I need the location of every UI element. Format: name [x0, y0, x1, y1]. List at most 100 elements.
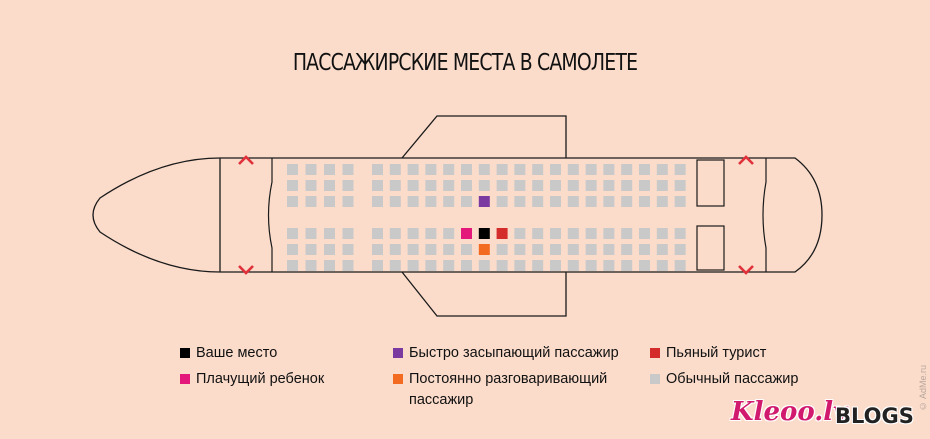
- seat: [639, 180, 650, 191]
- seat: [496, 244, 508, 255]
- seat: [407, 260, 419, 271]
- seat: [324, 228, 335, 239]
- legend-swatch: [180, 374, 190, 384]
- seat: [639, 260, 650, 271]
- seat: [324, 180, 335, 191]
- seat: [603, 228, 615, 239]
- seat: [603, 244, 615, 255]
- seat: [656, 196, 668, 207]
- seat: [443, 228, 455, 239]
- legend-label: Плачущий ребенок: [196, 371, 325, 387]
- seat-quick-sleeper: [478, 196, 490, 207]
- seat: [550, 244, 561, 255]
- seat-talker: [478, 244, 490, 255]
- seat: [550, 228, 561, 239]
- seat: [496, 196, 508, 207]
- seat: [567, 196, 579, 207]
- seat-crying-child: [461, 228, 472, 239]
- exit-arrow-icon: [738, 155, 754, 165]
- seat: [287, 260, 298, 271]
- seat: [532, 228, 544, 239]
- seat: [305, 164, 317, 175]
- seat: [305, 244, 317, 255]
- seat: [407, 244, 419, 255]
- seat: [532, 244, 544, 255]
- seat: [461, 180, 472, 191]
- seat: [514, 260, 526, 271]
- seat: [342, 244, 354, 255]
- seat: [389, 164, 401, 175]
- seat: [372, 260, 383, 271]
- seat: [342, 180, 354, 191]
- seat: [425, 260, 437, 271]
- seat: [478, 164, 490, 175]
- seat: [372, 228, 383, 239]
- seat: [639, 164, 650, 175]
- seat-your-seat: [478, 228, 490, 239]
- seat: [443, 180, 455, 191]
- page-title: ПАССАЖИРСКИЕ МЕСТА В САМОЛЕТЕ: [292, 50, 638, 76]
- seat: [461, 164, 472, 175]
- seat: [425, 196, 437, 207]
- legend-swatch: [650, 348, 660, 358]
- seat: [514, 228, 526, 239]
- fuselage: [92, 157, 823, 273]
- seat: [585, 260, 597, 271]
- seat: [674, 244, 686, 255]
- legend-swatch: [393, 374, 403, 384]
- legend-drunk-tourist: Пьяный турист: [650, 343, 766, 364]
- seat: [656, 180, 668, 191]
- seat: [407, 196, 419, 207]
- legend-label: Быстро засыпающий пассажир: [409, 345, 619, 361]
- exit-arrow-icon: [238, 155, 254, 165]
- lavatory-top: [696, 159, 725, 207]
- seat: [389, 196, 401, 207]
- seat: [425, 244, 437, 255]
- legend-quick-sleeper: Быстро засыпающий пассажир: [393, 343, 619, 364]
- seat: [567, 164, 579, 175]
- seat: [389, 244, 401, 255]
- seat: [621, 244, 633, 255]
- seat: [550, 260, 561, 271]
- seat: [532, 180, 544, 191]
- seat: [496, 164, 508, 175]
- seat: [324, 196, 335, 207]
- legend-swatch: [650, 374, 660, 384]
- seat: [287, 244, 298, 255]
- seat-grid: [287, 164, 686, 271]
- seat: [621, 196, 633, 207]
- seat: [287, 196, 298, 207]
- watermark-side: © AdMe.ru: [918, 365, 928, 412]
- seat: [305, 260, 317, 271]
- seat: [478, 180, 490, 191]
- seat: [425, 228, 437, 239]
- legend-swatch: [180, 348, 190, 358]
- seat: [621, 180, 633, 191]
- seat: [567, 228, 579, 239]
- seat: [514, 244, 526, 255]
- seat: [550, 164, 561, 175]
- seat: [674, 228, 686, 239]
- cabin-outline: [267, 158, 273, 272]
- seat: [567, 180, 579, 191]
- seat: [585, 180, 597, 191]
- seat: [621, 228, 633, 239]
- seat: [567, 244, 579, 255]
- seat: [324, 164, 335, 175]
- seat: [639, 228, 650, 239]
- seat: [585, 244, 597, 255]
- seat: [372, 244, 383, 255]
- seat: [514, 180, 526, 191]
- seat: [407, 180, 419, 191]
- seat: [603, 164, 615, 175]
- legend-crying-child: Плачущий ребенок: [180, 369, 324, 390]
- seat: [674, 164, 686, 175]
- seat: [305, 196, 317, 207]
- legend-regular: Обычный пассажир: [650, 369, 798, 390]
- seat: [514, 196, 526, 207]
- seat: [407, 228, 419, 239]
- seat: [585, 164, 597, 175]
- seat: [342, 164, 354, 175]
- seat: [478, 260, 490, 271]
